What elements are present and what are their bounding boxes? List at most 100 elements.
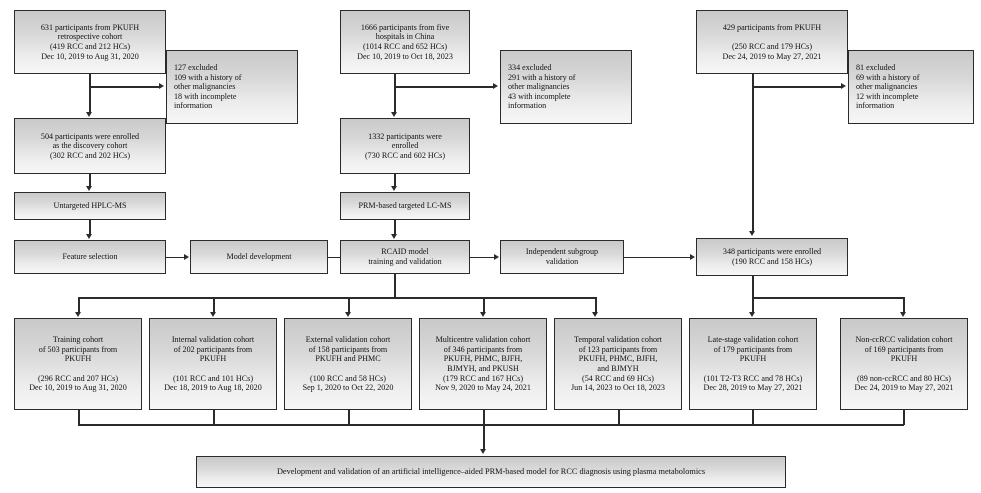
- cohort-box-training-cohort: Training cohort of 503 participants from…: [14, 318, 142, 410]
- connector-feature-to-model-arrow: [184, 253, 189, 260]
- subgroup-validation-text: Independent subgroup validation: [525, 247, 599, 266]
- connector-prospective-stem: [752, 74, 754, 232]
- connector-branch-internal: [213, 297, 215, 313]
- connector-model-to-rcaid: [328, 256, 346, 258]
- cohort-text-internal-validation-cohort: Internal validation cohort of 202 partic…: [164, 335, 262, 393]
- connector-targeted-enrolled-to-assay-arrow: [390, 186, 397, 191]
- connector-discovery-excluded-arrow: [159, 83, 164, 90]
- connector-prospective-down-stem: [752, 276, 754, 298]
- untargeted-assay-text: Untargeted HPLC-MS: [53, 201, 127, 211]
- connector-collect-training: [78, 410, 80, 425]
- discovery-excluded-box: 127 excluded 109 with a history of other…: [166, 50, 298, 124]
- connector-discovery-excluded-line: [89, 86, 159, 88]
- targeted-source-text: 1666 participants from five hospitals in…: [357, 22, 453, 61]
- cohort-box-temporal-validation-cohort: Temporal validation cohort of 123 partic…: [554, 318, 682, 410]
- connector-rcaid-to-subgroup-arrow: [494, 253, 499, 260]
- connector-branch-temporal: [595, 297, 597, 313]
- conclusion-text: Development and validation of an artific…: [276, 467, 706, 477]
- connector-branch-multicentre-arrow: [479, 312, 486, 317]
- discovery-enrolled-text: 504 participants were enrolled as the di…: [40, 131, 140, 160]
- connector-targeted-excluded-arrow: [493, 83, 498, 90]
- targeted-source-box: 1666 participants from five hospitals in…: [340, 10, 470, 74]
- connector-branch-external: [348, 297, 350, 313]
- connector-conclusion-arrow: [479, 449, 486, 454]
- connector-collect-internal: [213, 410, 215, 425]
- targeted-excluded-text: 334 excluded 291 with a history of other…: [508, 63, 576, 111]
- discovery-source-box: 631 participants from PKUFH retrospectiv…: [14, 10, 166, 74]
- prospective-source-box: 429 participants from PKUFH (250 RCC and…: [696, 10, 848, 74]
- connector-branch-training: [78, 297, 80, 313]
- connector-branch-temporal-arrow: [591, 312, 598, 317]
- targeted-enrolled-text: 1332 participants were enrolled (730 RCC…: [364, 131, 446, 160]
- prospective-excluded-text: 81 excluded 69 with a history of other m…: [856, 63, 920, 111]
- cohort-box-external-validation-cohort: External validation cohort of 158 partic…: [284, 318, 412, 410]
- connector-collect-late-stage: [752, 410, 754, 425]
- connector-branch-external-arrow: [344, 312, 351, 317]
- targeted-assay-box: PRM-based targeted LC-MS: [340, 192, 470, 220]
- prospective-excluded-box: 81 excluded 69 with a history of other m…: [848, 50, 974, 124]
- connector-targeted-stem-arrow: [390, 112, 397, 117]
- connector-assay-to-feature: [89, 220, 91, 234]
- connector-conclusion-stem: [483, 424, 485, 450]
- connector-collect-multicentre: [483, 410, 485, 425]
- connector-enrolled-to-assay: [89, 174, 91, 186]
- rcaid-model-box: RCAID model training and validation: [340, 240, 470, 274]
- connector-collect-temporal: [618, 410, 620, 425]
- cohort-text-training-cohort: Training cohort of 503 participants from…: [29, 335, 127, 393]
- cohort-box-non-ccrcc-validation-cohort: Non-ccRCC validation cohort of 169 parti…: [840, 318, 968, 410]
- cohort-text-late-stage-validation-cohort: Late-stage validation cohort of 179 part…: [703, 335, 803, 393]
- targeted-enrolled-box: 1332 participants were enrolled (730 RCC…: [340, 118, 470, 174]
- connector-discovery-stem: [89, 74, 91, 113]
- discovery-enrolled-box: 504 participants were enrolled as the di…: [14, 118, 166, 174]
- cohort-box-multicentre-validation-cohort: Multicentre validation cohort of 346 par…: [419, 318, 547, 410]
- connector-branch-internal-arrow: [209, 312, 216, 317]
- connector-prospective-excluded-line: [752, 86, 841, 88]
- connector-subgroup-to-prospective: [624, 256, 690, 258]
- prospective-enrolled-text: 348 participants were enrolled (190 RCC …: [722, 247, 822, 266]
- model-development-box: Model development: [190, 240, 328, 274]
- subgroup-validation-box: Independent subgroup validation: [500, 240, 624, 274]
- discovery-excluded-text: 127 excluded 109 with a history of other…: [174, 63, 242, 111]
- connector-rcaid-to-subgroup: [470, 256, 494, 258]
- connector-enrolled-to-assay-arrow: [85, 186, 92, 191]
- cohort-text-multicentre-validation-cohort: Multicentre validation cohort of 346 par…: [435, 335, 531, 393]
- connector-targeted-excluded-line: [394, 86, 493, 88]
- connector-targeted-stem: [394, 74, 396, 113]
- prospective-source-text: 429 participants from PKUFH (250 RCC and…: [722, 22, 822, 61]
- connector-feature-to-model: [166, 256, 184, 258]
- connector-targeted-enrolled-to-assay: [394, 174, 396, 186]
- connector-cohort-distribution-bar: [78, 297, 595, 299]
- connector-assay-to-feature-arrow: [85, 234, 92, 239]
- connector-collect-external: [348, 410, 350, 425]
- connector-prospective-stem-arrow: [748, 231, 755, 236]
- connector-prospective-distribution-bar: [752, 297, 904, 299]
- rcaid-model-text: RCAID model training and validation: [368, 247, 442, 266]
- connector-branch-late-stage-arrow: [748, 312, 755, 317]
- feature-selection-box: Feature selection: [14, 240, 166, 274]
- connector-targeted-assay-to-model-arrow: [390, 234, 397, 239]
- connector-collect-non-ccrcc: [903, 410, 905, 425]
- feature-selection-text: Feature selection: [62, 252, 118, 262]
- cohort-box-internal-validation-cohort: Internal validation cohort of 202 partic…: [149, 318, 277, 410]
- connector-discovery-stem-arrow: [85, 112, 92, 117]
- conclusion-box: Development and validation of an artific…: [196, 456, 786, 488]
- cohort-text-temporal-validation-cohort: Temporal validation cohort of 123 partic…: [571, 335, 665, 393]
- model-development-text: Model development: [226, 252, 292, 262]
- connector-targeted-assay-to-model: [394, 220, 396, 234]
- connector-subgroup-to-prospective-arrow: [690, 253, 695, 260]
- untargeted-assay-box: Untargeted HPLC-MS: [14, 192, 166, 220]
- connector-branch-late-stage: [752, 297, 754, 313]
- connector-branch-non-ccrcc: [903, 297, 905, 313]
- cohort-text-non-ccrcc-validation-cohort: Non-ccRCC validation cohort of 169 parti…: [854, 335, 954, 393]
- connector-branch-multicentre: [483, 297, 485, 313]
- targeted-assay-text: PRM-based targeted LC-MS: [358, 201, 452, 211]
- connector-conclusion-collector-bar: [78, 424, 904, 426]
- connector-rcaid-down-stem: [394, 274, 396, 298]
- cohort-text-external-validation-cohort: External validation cohort of 158 partic…: [302, 335, 394, 393]
- targeted-excluded-box: 334 excluded 291 with a history of other…: [500, 50, 632, 124]
- discovery-source-text: 631 participants from PKUFH retrospectiv…: [40, 22, 140, 61]
- connector-prospective-excluded-arrow: [841, 83, 846, 90]
- connector-branch-training-arrow: [74, 312, 81, 317]
- prospective-enrolled-box: 348 participants were enrolled (190 RCC …: [696, 238, 848, 276]
